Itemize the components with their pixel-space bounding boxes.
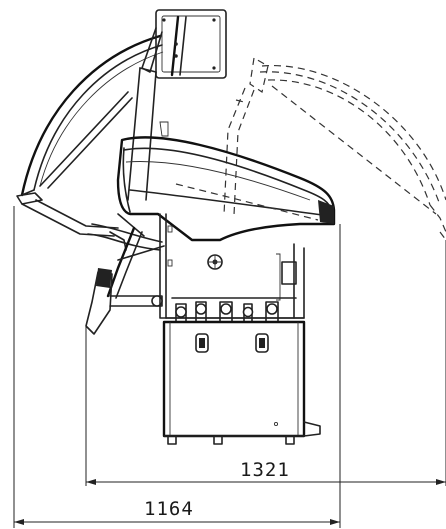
dimension-label-upper: 1321 xyxy=(240,459,290,481)
head-housing xyxy=(116,136,336,242)
support-arm xyxy=(21,199,163,251)
right-arc-arm xyxy=(223,57,446,241)
control-knobs xyxy=(165,301,305,323)
dimension-label-lower: 1164 xyxy=(144,498,194,520)
dimension-lines xyxy=(13,206,446,528)
cabinet-lower xyxy=(162,320,321,445)
vertical-post xyxy=(127,67,169,201)
left-arc-arm xyxy=(16,34,164,205)
top-bracket xyxy=(141,9,227,79)
